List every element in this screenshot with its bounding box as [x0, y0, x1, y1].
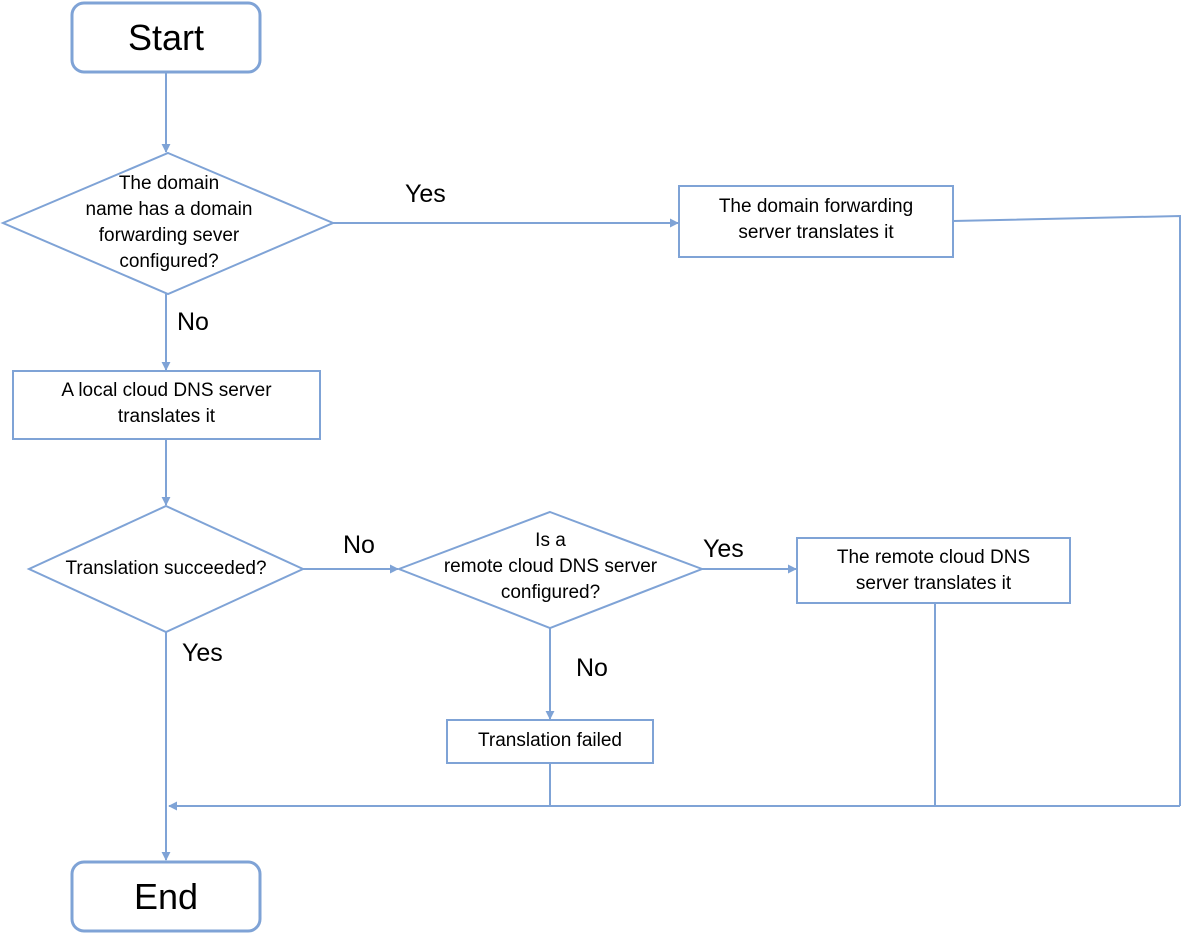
forwarding-translates-label: The domain forwarding server translates …	[718, 196, 914, 243]
failed-label: Translation failed	[478, 730, 622, 751]
edge-forwarding-box-to-bus	[952, 214, 1181, 806]
end-label: End	[133, 875, 199, 917]
edge-label-succeeded-yes: Yes	[182, 639, 223, 667]
edge-label-forwarding-yes: Yes	[405, 180, 446, 208]
edge-label-succeeded-no: No	[343, 531, 375, 559]
decision-forwarding-diamond	[0, 151, 336, 296]
remote-translates-box	[796, 537, 1071, 604]
failed-box	[446, 719, 654, 764]
edge-label-remote-no: No	[576, 654, 608, 682]
edge-label-forwarding-no: No	[177, 308, 209, 336]
decision-forwarding-label: The domain name has a domain forwarding …	[85, 173, 253, 272]
decision-succeeded-label: Translation succeeded?	[65, 558, 267, 579]
edge-label-remote-yes: Yes	[703, 535, 744, 563]
end-terminal	[70, 860, 262, 933]
local-translates-label: A local cloud DNS server translates it	[61, 380, 272, 427]
decision-remote-label: Is a remote cloud DNS server configured?	[443, 530, 658, 603]
start-label: Start	[127, 16, 205, 58]
remote-translates-label: The remote cloud DNS server translates i…	[836, 547, 1031, 594]
forwarding-translates-box	[678, 185, 954, 258]
